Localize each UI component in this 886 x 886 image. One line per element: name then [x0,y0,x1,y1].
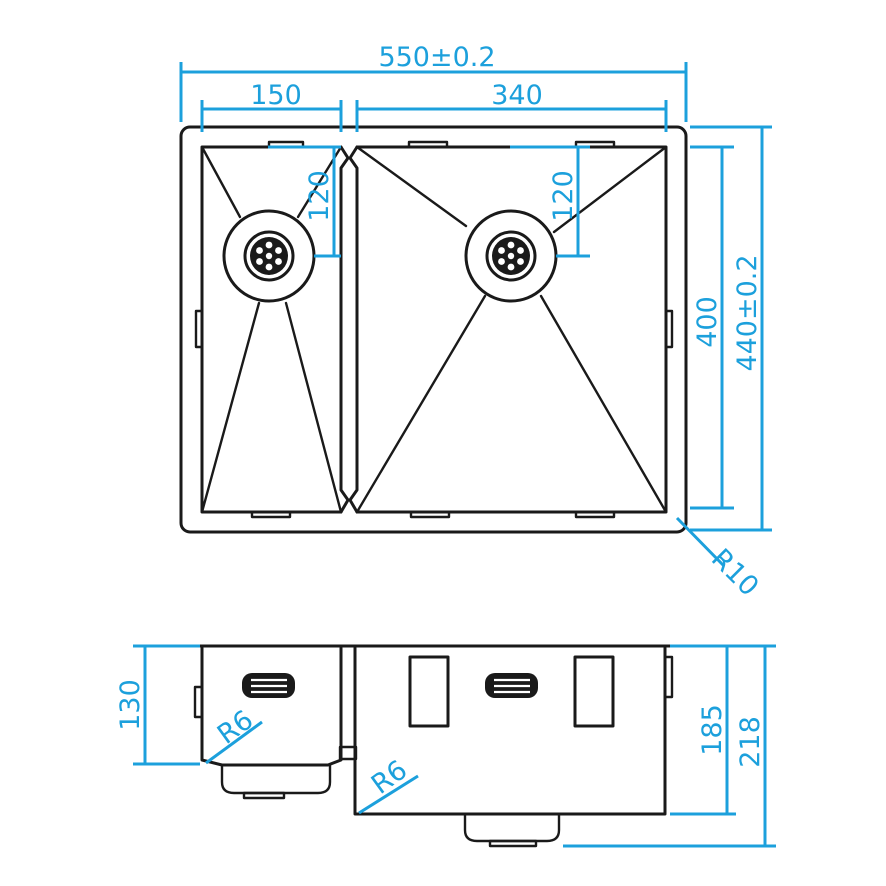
small-bowl-body [200,646,343,767]
small-bowl-depth-dimension: 130 [115,644,200,766]
small-bowl-drain [222,209,316,303]
elevation-view [179,644,688,848]
large-drain-offset-dimension: 120 [510,145,590,258]
side-clip-right [663,655,674,699]
bowl-length-label: 400 [692,296,723,348]
rim-clips [194,140,674,519]
small-drain-offset-label: 120 [304,170,335,222]
overall-width-label: 550±0.2 [378,42,495,73]
small-drain-offset-dimension: 120 [268,145,341,258]
large-bowl-width-dimension: 340 [355,80,668,132]
small-bowl-radius-dimension: R6 [205,704,263,765]
large-bowl-radius-dimension: R6 [358,754,419,815]
small-overflow-grille [242,673,295,698]
large-bowl-outline [355,145,668,514]
sink-outer-rim [179,125,688,534]
overall-length-dimension: 440±0.2 [690,125,772,532]
large-overflow-grille [485,673,538,698]
elevation-dimensions: 130 R6 R6 185 218 [115,644,776,848]
small-bowl-drain-body [220,763,332,795]
large-bowl-width-label: 340 [491,80,543,111]
overall-depth-dimension: 218 [563,644,776,848]
large-bowl-radius-label: R6 [366,754,413,800]
plan-dimensions: 550±0.2 150 340 120 120 [179,42,772,603]
corner-radius-label: R10 [705,543,764,602]
small-bowl-radius-label: R6 [212,704,259,750]
large-bowl-body [353,646,667,816]
overall-width-dimension: 550±0.2 [179,42,688,122]
overall-length-label: 440±0.2 [732,254,763,371]
large-bowl-depth-dimension: 185 [670,644,736,816]
large-bowl-slope-lines [355,145,668,514]
small-bowl-width-label: 150 [250,80,302,111]
large-bowl-drain-outlet [488,839,538,848]
small-bowl-width-dimension: 150 [200,80,343,132]
bowl-connector [338,745,358,761]
bowl-length-dimension: 400 [690,145,734,510]
large-bowl-depth-label: 185 [697,704,728,756]
overall-depth-label: 218 [735,716,766,768]
clip-window-right [573,655,615,728]
large-bowl-drain [464,209,558,303]
clip-window-left [408,655,450,728]
side-clip-left [193,685,204,719]
small-bowl-depth-label: 130 [115,679,146,731]
large-bowl-divider-edge [348,145,359,514]
plan-view [179,125,688,534]
small-bowl-drain-outlet [242,791,286,800]
large-bowl-drain-body [463,812,561,843]
large-drain-offset-label: 120 [548,170,579,222]
small-bowl-divider-edge [339,145,350,514]
